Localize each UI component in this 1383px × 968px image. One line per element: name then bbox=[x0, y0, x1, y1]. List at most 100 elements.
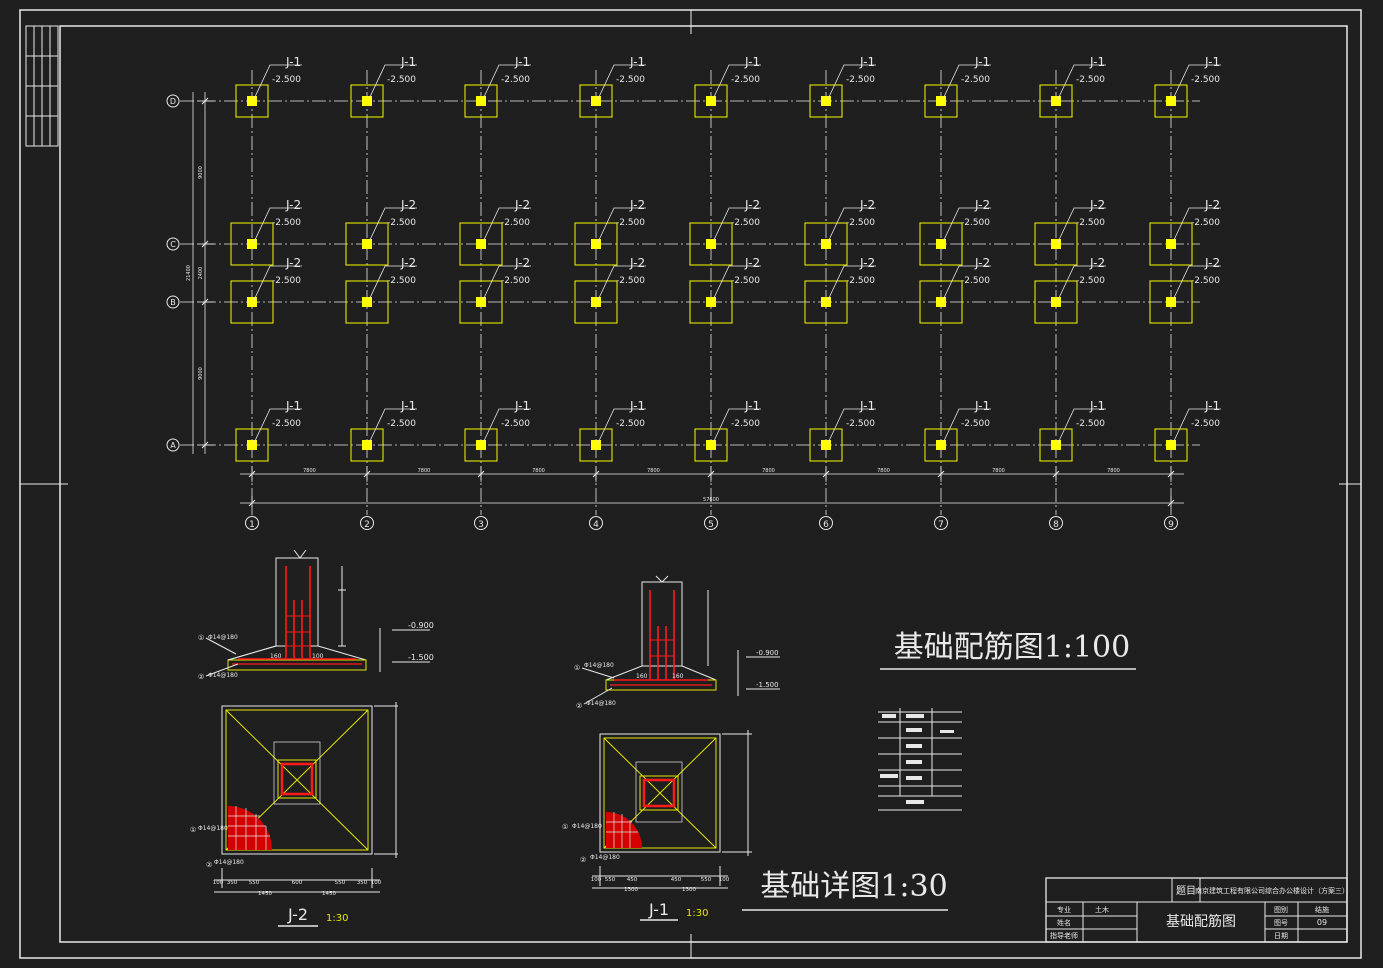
j2-rebar-2-mark: ② bbox=[198, 673, 204, 681]
j2-dim-a: 160 bbox=[270, 653, 282, 660]
footing-label: J-2 bbox=[744, 198, 760, 212]
tb-v1: 结施 bbox=[1315, 905, 1329, 914]
column bbox=[476, 239, 486, 249]
j1-elev-bot: -1.500 bbox=[756, 681, 779, 689]
detail-dim-text: 100 bbox=[371, 880, 382, 886]
tb-v2: 09 bbox=[1317, 918, 1327, 927]
axis-bubble-row bbox=[166, 237, 180, 251]
j1-dim-a: 160 bbox=[636, 673, 648, 680]
dim-slash bbox=[248, 499, 256, 507]
detail-dim-text: 1300 bbox=[624, 887, 638, 893]
axis-label-col: 6 bbox=[823, 520, 829, 530]
leader-line bbox=[1172, 408, 1221, 444]
footing-outline bbox=[1154, 84, 1188, 118]
dim-row-text: 9000 bbox=[198, 367, 204, 380]
column bbox=[247, 96, 257, 106]
j2-rebar-1-spec: Φ14@180 bbox=[208, 634, 238, 641]
footing-elev: -2.500 bbox=[1076, 276, 1105, 286]
tb-r3c1: 指导老师 bbox=[1050, 931, 1078, 940]
column bbox=[1166, 297, 1176, 307]
footing-label: J-2 bbox=[285, 198, 301, 212]
footing-elev: -2.500 bbox=[272, 75, 301, 85]
axis-bubble-col bbox=[589, 516, 603, 530]
binding-strip bbox=[25, 25, 59, 147]
leader-line bbox=[827, 207, 876, 243]
footing-outline bbox=[345, 280, 389, 324]
leader-line bbox=[253, 64, 302, 100]
footing-label: J-1 bbox=[514, 55, 530, 69]
leader-line bbox=[942, 207, 991, 243]
axis-bubble-col bbox=[360, 516, 374, 530]
leader-line bbox=[597, 64, 646, 100]
footing-elev: -2.500 bbox=[1191, 218, 1220, 228]
footing-outline bbox=[230, 222, 274, 266]
detail-title: 基础详图1:30 bbox=[760, 869, 947, 904]
footing-outline bbox=[694, 428, 728, 462]
footing-label: J-1 bbox=[1089, 399, 1105, 413]
footing-outline bbox=[464, 84, 498, 118]
column bbox=[591, 440, 601, 450]
detail-dim-text: 1450 bbox=[258, 891, 272, 897]
dim-slash bbox=[248, 470, 256, 478]
column bbox=[591, 239, 601, 249]
detail-dim-text: 550 bbox=[249, 880, 260, 886]
j2-rebar-2-spec: Φ14@180 bbox=[208, 672, 238, 679]
dim-slash bbox=[707, 470, 715, 478]
column bbox=[706, 440, 716, 450]
leader-line bbox=[1172, 265, 1221, 301]
footing-outline bbox=[350, 428, 384, 462]
axis-label-row: A bbox=[170, 441, 176, 450]
footing-elev: -2.500 bbox=[272, 419, 301, 429]
footing-label: J-2 bbox=[744, 256, 760, 270]
footing-outline bbox=[804, 222, 848, 266]
column bbox=[1166, 96, 1176, 106]
footing-label: J-1 bbox=[974, 55, 990, 69]
j1-elev-top: -0.900 bbox=[756, 649, 779, 657]
dim-slash bbox=[592, 470, 600, 478]
dim-slash bbox=[1052, 470, 1060, 478]
column bbox=[362, 239, 372, 249]
footing-label: J-2 bbox=[629, 256, 645, 270]
column bbox=[476, 297, 486, 307]
leader-line bbox=[368, 207, 417, 243]
leader-line bbox=[482, 265, 531, 301]
j1-plan-rebar-2-spec: Φ14@180 bbox=[590, 854, 620, 861]
leader-line bbox=[827, 64, 876, 100]
axis-bubble-col bbox=[819, 516, 833, 530]
j1-rebar-1-mark: ① bbox=[574, 664, 580, 672]
j2-scale: 1:30 bbox=[326, 913, 348, 924]
dim-slash bbox=[822, 470, 830, 478]
footing-elev: -2.500 bbox=[387, 75, 416, 85]
leader-line bbox=[712, 64, 761, 100]
tb-k2: 图号 bbox=[1274, 919, 1288, 927]
dim-slash bbox=[201, 298, 209, 306]
axis-label-row: B bbox=[170, 298, 176, 307]
tb-r1c1: 专业 bbox=[1057, 905, 1071, 914]
leader-line bbox=[942, 408, 991, 444]
dim-span-text: 7800 bbox=[1107, 468, 1120, 474]
footing-label: J-1 bbox=[859, 399, 875, 413]
leader-line bbox=[1057, 64, 1106, 100]
j2-plan-rebar-1-mark: ① bbox=[190, 826, 196, 834]
footing-outline bbox=[235, 428, 269, 462]
detail-j1: -0.900 -1.500 160 160 ① Φ14@180 ② Φ14@18… bbox=[562, 575, 780, 921]
j2-label: J-2 bbox=[287, 905, 308, 924]
footing-outline bbox=[459, 222, 503, 266]
footing-outline bbox=[1039, 428, 1073, 462]
column bbox=[936, 239, 946, 249]
column bbox=[1166, 440, 1176, 450]
j2-plan-rebar-2-mark: ② bbox=[206, 861, 212, 869]
j1-plan-rebar-1-spec: Φ14@180 bbox=[572, 823, 602, 830]
dim-span-text: 7800 bbox=[303, 468, 316, 474]
leader-line bbox=[827, 408, 876, 444]
column bbox=[706, 297, 716, 307]
j1-plan-rebar-1-mark: ① bbox=[562, 823, 568, 831]
column bbox=[936, 96, 946, 106]
column bbox=[247, 440, 257, 450]
column bbox=[362, 440, 372, 450]
axis-label-col: 2 bbox=[364, 520, 370, 530]
detail-dim-text: 100 bbox=[719, 877, 730, 883]
dim-total-text: 57600 bbox=[703, 497, 719, 503]
